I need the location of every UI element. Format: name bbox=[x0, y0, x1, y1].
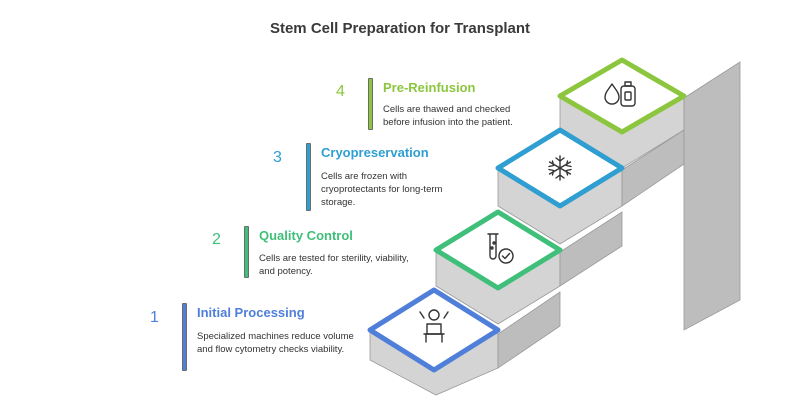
step-2-tread bbox=[433, 209, 563, 291]
step-number: 3 bbox=[273, 149, 282, 166]
step-heading: Pre-Reinfusion bbox=[383, 80, 476, 95]
step-heading: Cryopreservation bbox=[321, 145, 429, 160]
step-accent-bar bbox=[368, 78, 373, 130]
step-description: Cells are frozen with cryoprotectants fo… bbox=[321, 171, 443, 208]
step-number: 4 bbox=[336, 83, 345, 100]
snowflake-icon bbox=[548, 155, 572, 181]
step-heading: Initial Processing bbox=[197, 305, 305, 320]
test-tube-check-icon bbox=[487, 233, 514, 264]
step-accent-bar bbox=[244, 226, 249, 278]
step-heading: Quality Control bbox=[259, 228, 353, 243]
step-1-tread bbox=[367, 287, 501, 373]
step-4-tread bbox=[557, 57, 687, 135]
technician-icon bbox=[419, 309, 449, 343]
page-title: Stem Cell Preparation for Transplant bbox=[269, 20, 531, 37]
step-description: Cells are tested for sterility, viabilit… bbox=[259, 253, 409, 277]
step-description: Specialized machines reduce volume and f… bbox=[197, 331, 354, 355]
step-accent-bar bbox=[182, 303, 187, 371]
step-number: 1 bbox=[150, 309, 159, 326]
blood-bag-drop-icon bbox=[604, 81, 636, 107]
step-accent-bar bbox=[306, 143, 311, 211]
step-number: 2 bbox=[212, 231, 221, 248]
step-description: Cells are thawed and checked before infu… bbox=[383, 104, 513, 128]
